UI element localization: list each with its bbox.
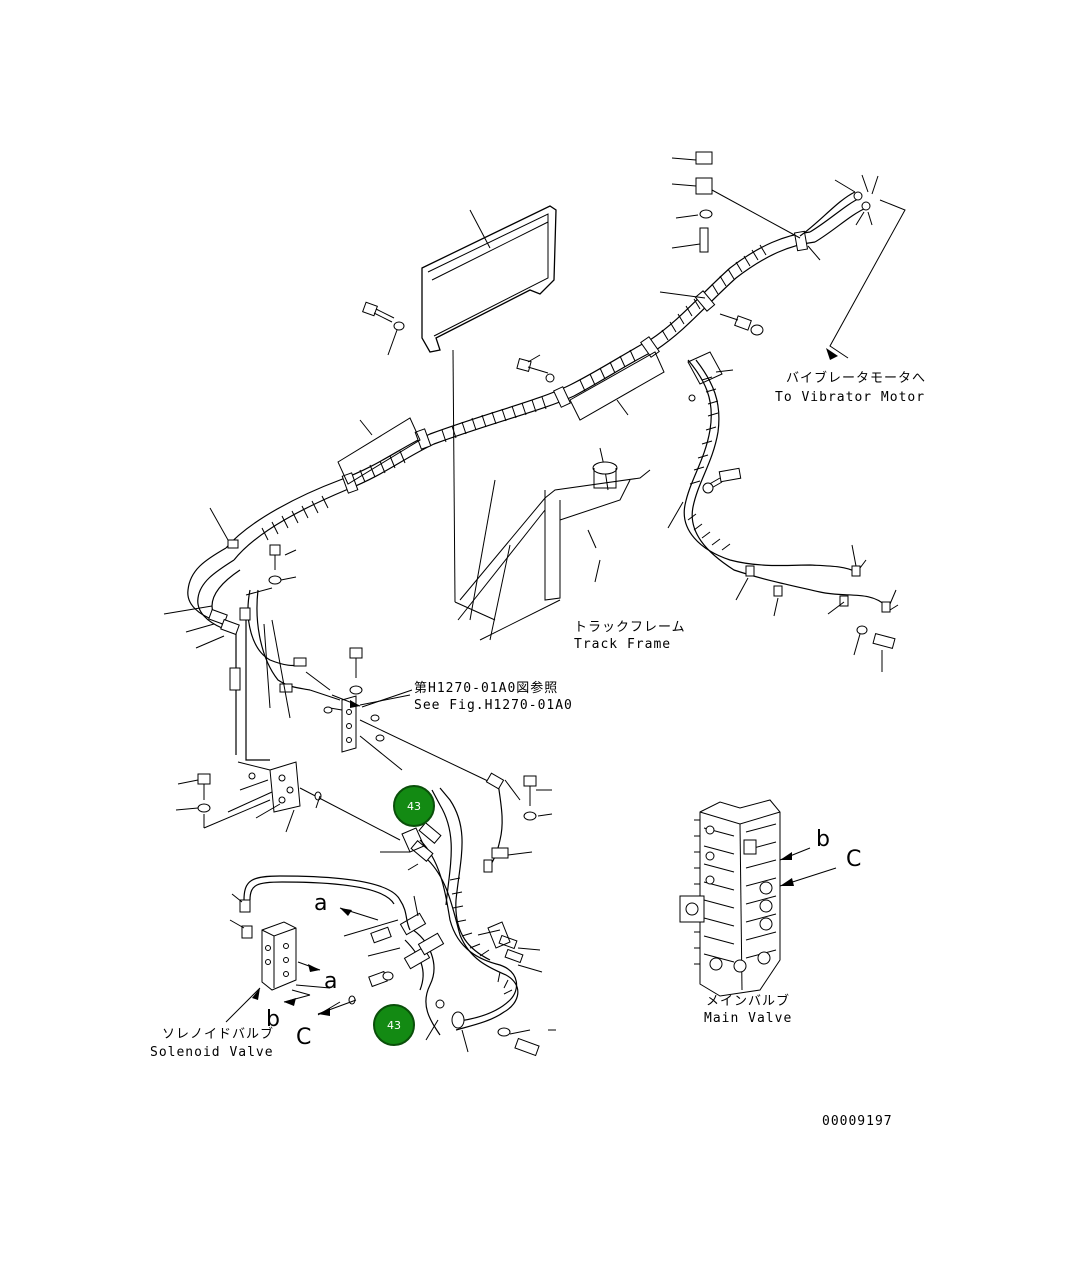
vibrator-fittings (516, 151, 906, 383)
right-hose (667, 359, 899, 672)
port-letter-a: a (314, 891, 327, 916)
part-badge-number: 43 (407, 800, 421, 813)
left-manifold (175, 761, 401, 841)
drawing-number: 00009197 (822, 1114, 893, 1129)
part-badge-43[interactable]: 43 (393, 785, 435, 827)
vibrator-label-jp: バイブレータモータへ (786, 370, 926, 386)
port-letter-b: b (816, 827, 830, 852)
port-letter-c: C (846, 847, 861, 872)
port-arrows (225, 348, 838, 1023)
label-tabs (337, 351, 734, 485)
port-letter-c: C (296, 1025, 311, 1050)
track-frame-label-en: Track Frame (574, 637, 671, 652)
left-hose-assembly (163, 507, 341, 761)
solenoid-valve (229, 875, 411, 1016)
solenoid-valve-label-en: Solenoid Valve (150, 1045, 274, 1060)
main-valve-label-jp: メインバルブ (706, 993, 790, 1009)
port-letter-b: b (266, 1007, 280, 1032)
part-badge-number: 43 (387, 1019, 401, 1032)
main-valve-label-en: Main Valve (704, 1011, 792, 1026)
reference-label-jp: 第H1270-01A0図参照 (414, 680, 558, 696)
lower-hoses (343, 772, 556, 1057)
part-badge-43[interactable]: 43 (373, 1004, 415, 1046)
track-frame (452, 349, 651, 641)
junction-block (323, 647, 491, 783)
port-letter-a: a (324, 969, 337, 994)
reference-label-en: See Fig.H1270-01A0 (414, 698, 573, 713)
main-valve (679, 799, 781, 997)
bolt-part (362, 301, 405, 356)
track-frame-label-jp: トラックフレーム (574, 620, 686, 635)
hose-harness (225, 230, 816, 561)
solenoid-valve-label-jp: ソレノイドバルブ (162, 1026, 274, 1042)
vibrator-label-en: To Vibrator Motor (775, 390, 925, 405)
bracket-plate (421, 205, 557, 353)
